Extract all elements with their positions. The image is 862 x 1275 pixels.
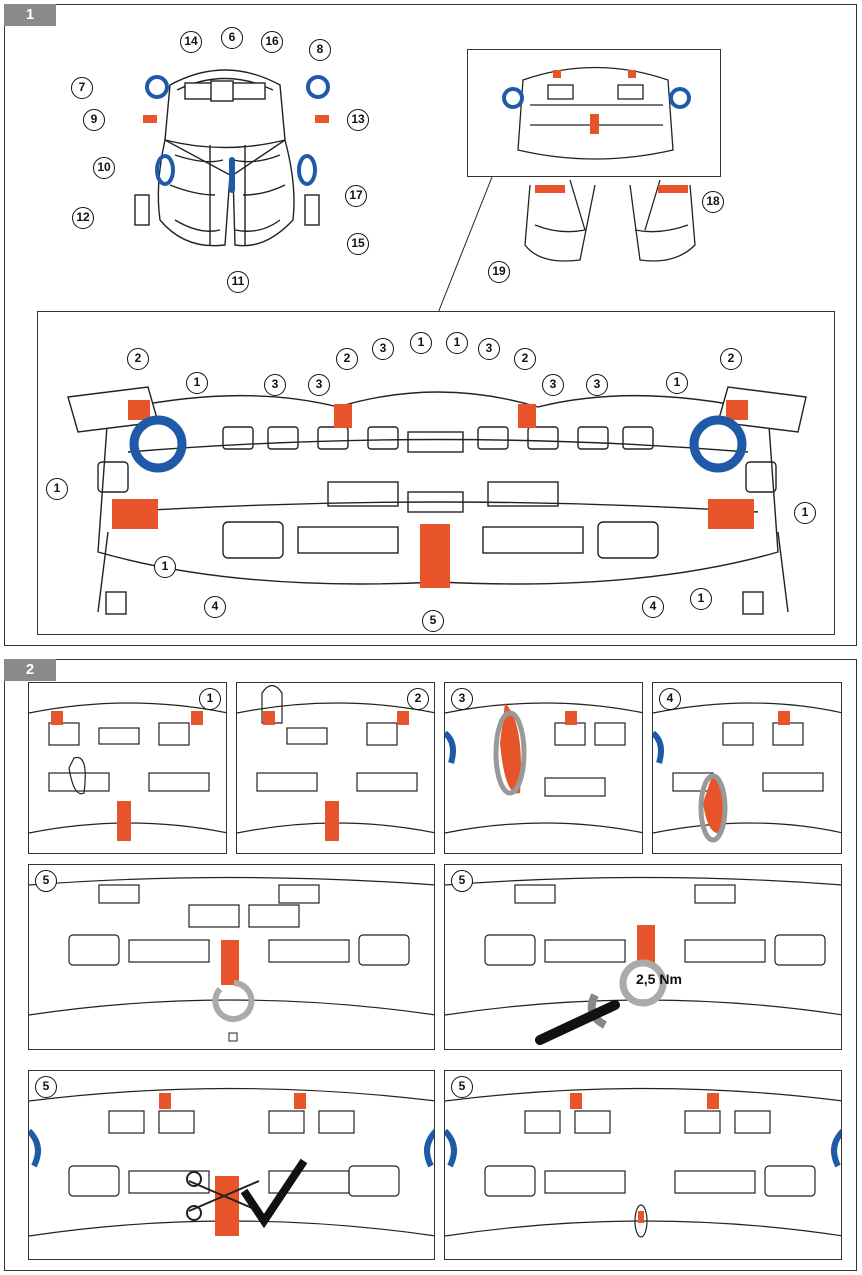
figure-2: 2 1 2 xyxy=(4,659,857,1271)
callout-18: 18 xyxy=(702,191,724,213)
callout-belt-5: 5 xyxy=(422,610,444,632)
step-panel-2: 2 xyxy=(236,682,435,854)
step-panel-1: 1 xyxy=(28,682,227,854)
callout-6: 6 xyxy=(221,27,243,49)
callout-14: 14 xyxy=(180,31,202,53)
figure-1: 1 14 6 16 8 7 9 13 10 17 12 xyxy=(4,4,857,646)
leader-line-zoom xyxy=(437,176,493,314)
callout-belt-1e: 1 xyxy=(46,478,68,500)
callout-belt-1g: 1 xyxy=(154,556,176,578)
belt-detail-panel: 2 2 2 2 1 1 1 1 1 1 1 1 3 3 3 3 3 3 4 4 … xyxy=(37,311,835,635)
section-tab-1: 1 xyxy=(4,4,56,26)
callout-belt-1c: 1 xyxy=(186,372,208,394)
callout-11: 11 xyxy=(227,271,249,293)
callout-belt-4b: 4 xyxy=(642,596,664,618)
callout-belt-3e: 3 xyxy=(542,374,564,396)
callout-belt-2a: 2 xyxy=(127,348,149,370)
callout-belt-3f: 3 xyxy=(586,374,608,396)
callout-belt-3c: 3 xyxy=(372,338,394,360)
callout-belt-2b: 2 xyxy=(336,348,358,370)
torque-label: 2,5 Nm xyxy=(636,971,682,987)
callout-16: 16 xyxy=(261,31,283,53)
callout-9: 9 xyxy=(83,109,105,131)
step-panel-3: 3 xyxy=(444,682,643,854)
harness-front-illustration xyxy=(134,69,330,247)
callout-belt-2c: 2 xyxy=(514,348,536,370)
callout-7: 7 xyxy=(71,77,93,99)
callout-13: 13 xyxy=(347,109,369,131)
callout-17: 17 xyxy=(345,185,367,207)
rear-view-panel xyxy=(467,49,721,177)
step-panel-5c: 5 xyxy=(28,1070,435,1260)
step-panel-5a: 5 xyxy=(28,864,435,1050)
section-tab-2: 2 xyxy=(4,659,56,681)
callout-belt-1f: 1 xyxy=(794,502,816,524)
callout-belt-4a: 4 xyxy=(204,596,226,618)
callout-12: 12 xyxy=(72,207,94,229)
callout-belt-3a: 3 xyxy=(264,374,286,396)
callout-belt-1b: 1 xyxy=(446,332,468,354)
step-panel-5d: 5 xyxy=(444,1070,842,1260)
step-number: 4 xyxy=(659,688,681,710)
callout-belt-1h: 1 xyxy=(690,588,712,610)
step-panel-4: 4 xyxy=(652,682,842,854)
step-number: 5 xyxy=(35,1076,57,1098)
callout-belt-1d: 1 xyxy=(666,372,688,394)
callout-10: 10 xyxy=(93,157,115,179)
step-number: 1 xyxy=(199,688,221,710)
step-number: 3 xyxy=(451,688,473,710)
step-number: 5 xyxy=(35,870,57,892)
callout-belt-2d: 2 xyxy=(720,348,742,370)
step-number: 5 xyxy=(451,870,473,892)
callout-belt-3b: 3 xyxy=(308,374,330,396)
step-number: 5 xyxy=(451,1076,473,1098)
callout-belt-1a: 1 xyxy=(410,332,432,354)
callout-15: 15 xyxy=(347,233,369,255)
step-panel-5b: 5 2,5 Nm xyxy=(444,864,842,1050)
step-number: 2 xyxy=(407,688,429,710)
callout-19: 19 xyxy=(488,261,510,283)
harness-rear-legs-illustration xyxy=(524,179,696,262)
callout-belt-3d: 3 xyxy=(478,338,500,360)
callout-8: 8 xyxy=(309,39,331,61)
